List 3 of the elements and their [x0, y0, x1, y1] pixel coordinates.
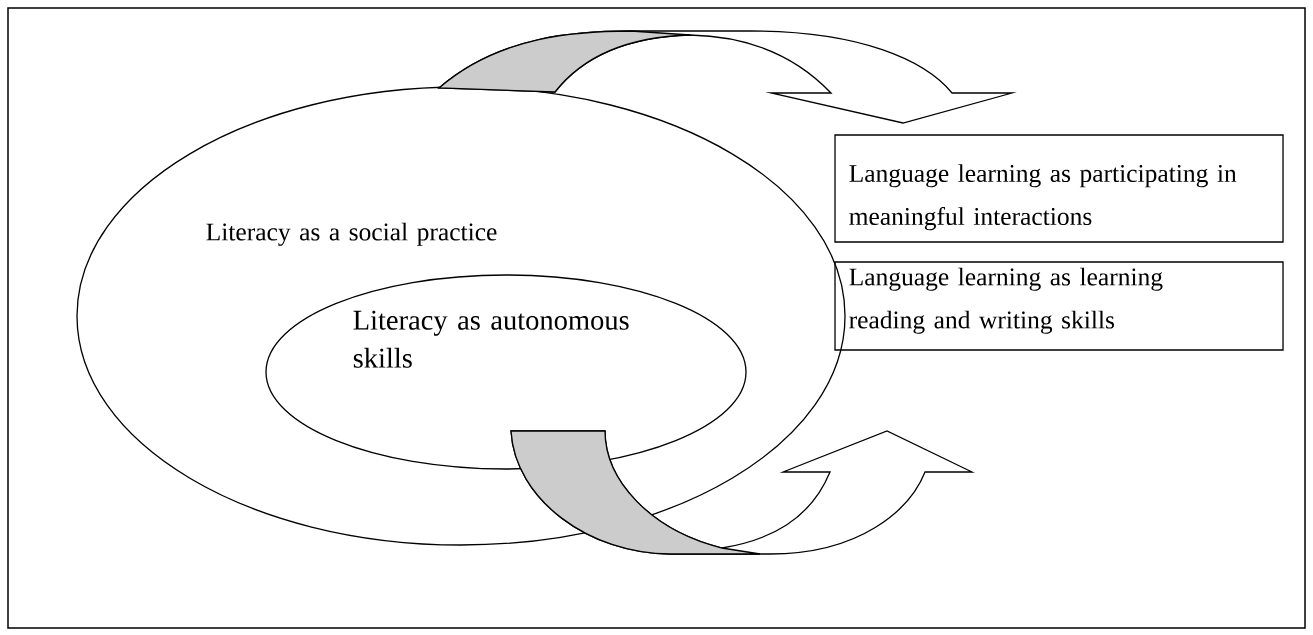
text-box: Language learning as participating in meaningful interactions — [834, 134, 1284, 243]
curved-block-arrow — [510, 430, 973, 555]
text-box: Language learning as learning reading and writing skills — [834, 261, 1284, 351]
